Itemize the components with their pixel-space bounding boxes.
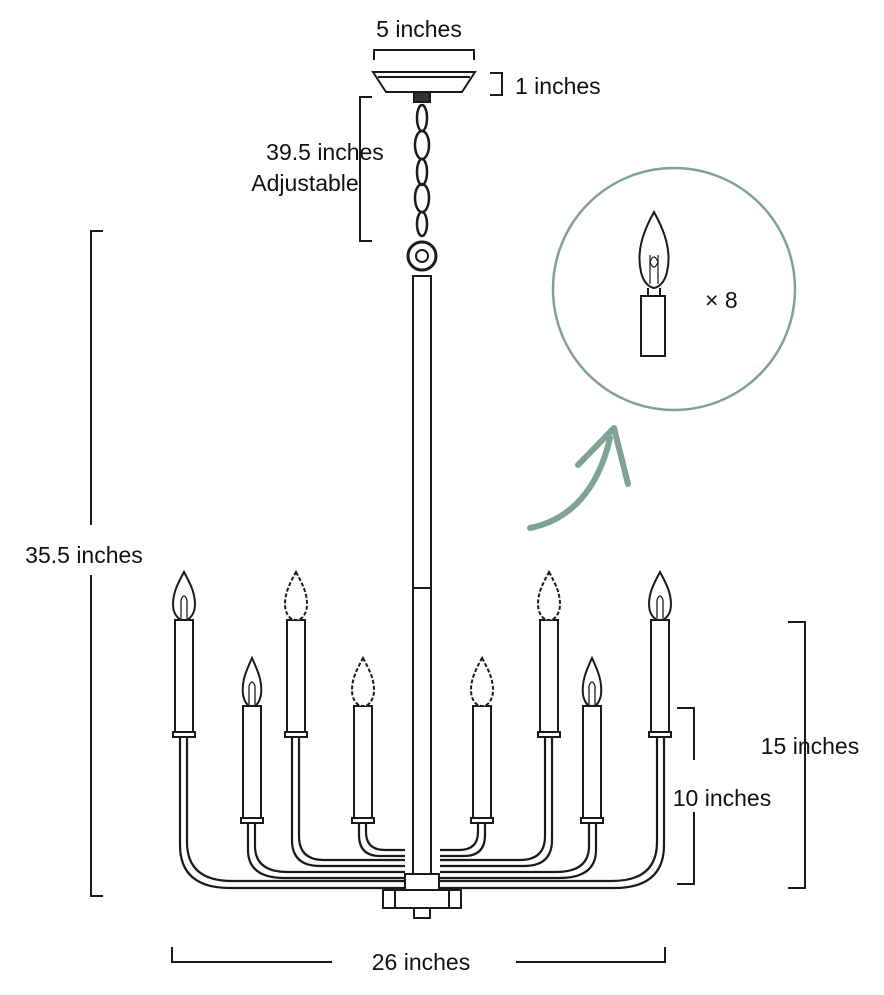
bulb-count-label: × 8 [705,287,738,313]
candle-sleeve [582,705,602,819]
fixture-height-bracket [788,621,806,889]
center-hub [382,873,462,919]
candle-sleeve [472,705,492,819]
callout-candle-bulb [638,209,670,357]
candle-arm-8 [648,569,672,738]
candle-arm-6 [537,569,561,738]
candle-sleeve [174,619,194,733]
callout-arrow-icon [527,435,613,531]
chain [406,103,438,272]
candle-sleeve [353,705,373,819]
canopy-width-bracket [373,49,475,60]
candle-cup [240,817,264,824]
candle-cup [580,817,604,824]
candle-arm-1 [172,569,196,738]
candle-sleeve [242,705,262,819]
candle-cup [648,731,672,738]
candle-sleeve [650,619,670,733]
arm-height-bracket [677,707,695,885]
canopy-width-label: 5 inches [376,16,462,42]
candle-bulb-icon [537,569,561,622]
arm-height-label: 10 inches [673,785,771,811]
chain-adjustable-label: Adjustable [251,170,358,196]
fixture-arms [178,735,666,890]
fixture-height-label: 15 inches [761,733,859,759]
bulb-filament [180,595,188,618]
candle-bulb-icon [351,655,375,708]
candle-cup [172,731,196,738]
candle-cup [470,817,494,824]
candle-bulb-icon [284,569,308,622]
canopy [371,71,477,103]
candle-cup [537,731,561,738]
bulb-filament [588,681,596,704]
candle-arm-2 [240,655,264,824]
fixture-width-bracket [171,947,666,963]
candle-group [172,569,672,824]
callout-arrowhead-icon [575,425,631,487]
chain-length-label: 39.5 inches [266,139,384,165]
chain-length-bracket [359,96,372,242]
fixture-width-label: 26 inches [372,949,470,975]
candle-sleeve [286,619,306,733]
bulb-filament [656,595,664,618]
total-height-bracket [90,230,103,897]
candle-sleeve [539,619,559,733]
candle-bulb-icon [470,655,494,708]
candle-arm-4 [351,655,375,824]
candle-arm-7 [580,655,604,824]
candle-arm-5 [470,655,494,824]
total-height-label: 35.5 inches [25,542,143,568]
bulb-filament [248,681,256,704]
canopy-height-bracket [490,72,503,96]
canopy-height-label: 1 inches [515,73,601,99]
candle-arm-3 [284,569,308,738]
center-rod [412,275,432,877]
candle-cup [284,731,308,738]
bulb-callout-circle [551,166,797,412]
candle-cup [351,817,375,824]
